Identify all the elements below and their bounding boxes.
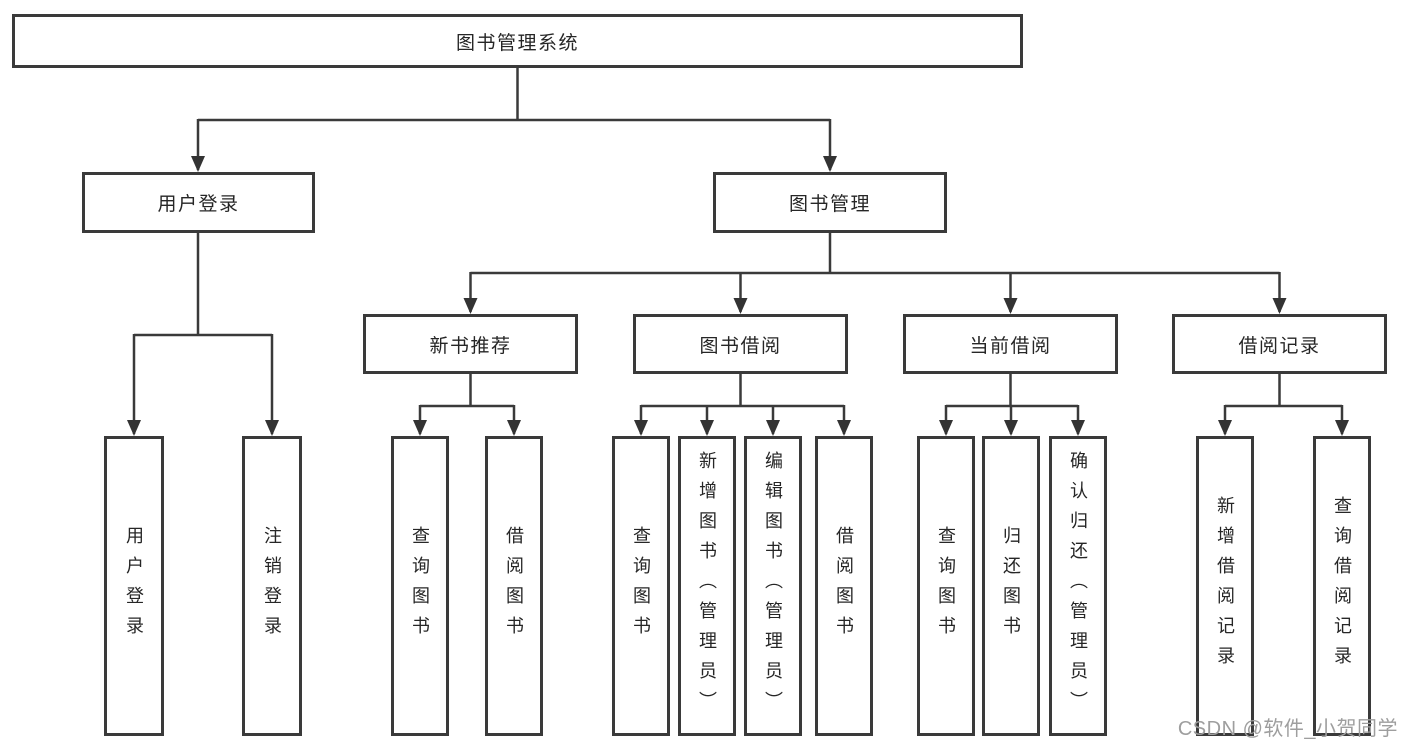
node-user-login: 用户登录 [82, 172, 315, 233]
csdn-watermark: CSDN @软件_小贺同学 [1177, 718, 1398, 740]
node-leaf-logout: 注销登录 [242, 436, 302, 736]
leaf-label: 查询图书 [631, 526, 651, 646]
connector-user-login-trunk [134, 233, 272, 337]
leaf-label: 借阅图书 [504, 526, 524, 646]
node-leaf-cb-return: 归还图书 [982, 436, 1040, 736]
leaf-label: 用户登录 [124, 526, 144, 646]
node-leaf-bb-borrow: 借阅图书 [815, 436, 873, 736]
leaf-label: 新增借阅记录 [1215, 496, 1235, 676]
connector-new-books-trunk [420, 374, 514, 408]
connector-root-trunk [198, 68, 830, 122]
leaf-label: 编辑图书（管理员） [763, 451, 783, 721]
leaf-label: 查询图书 [936, 526, 956, 646]
node-leaf-cb-confirm: 确认归还（管理员） [1049, 436, 1107, 736]
node-book-mgmt: 图书管理 [713, 172, 947, 233]
leaf-label: 新增图书（管理员） [697, 451, 717, 721]
connector-current-borrow-trunk [946, 374, 1078, 408]
connector-book-mgmt-trunk [470, 233, 1280, 275]
leaf-label: 借阅图书 [834, 526, 854, 646]
node-leaf-user-login: 用户登录 [104, 436, 164, 736]
node-current-borrow: 当前借阅 [903, 314, 1118, 374]
node-leaf-br-query: 查询借阅记录 [1313, 436, 1371, 736]
node-leaf-bb-add: 新增图书（管理员） [678, 436, 736, 736]
node-root: 图书管理系统 [12, 14, 1023, 68]
leaf-label: 注销登录 [262, 526, 282, 646]
node-book-borrow: 图书借阅 [633, 314, 848, 374]
node-leaf-cb-query: 查询图书 [917, 436, 975, 736]
node-borrow-records: 借阅记录 [1172, 314, 1387, 374]
node-leaf-bb-query: 查询图书 [612, 436, 670, 736]
leaf-label: 确认归还（管理员） [1068, 451, 1088, 721]
node-leaf-nb-query: 查询图书 [391, 436, 449, 736]
connector-borrow-records-trunk [1225, 374, 1342, 408]
leaf-label: 查询借阅记录 [1332, 496, 1352, 676]
leaf-label: 查询图书 [410, 526, 430, 646]
node-leaf-bb-edit: 编辑图书（管理员） [744, 436, 802, 736]
node-leaf-br-add: 新增借阅记录 [1196, 436, 1254, 736]
connector-book-borrow-trunk [641, 374, 844, 408]
node-new-books: 新书推荐 [363, 314, 578, 374]
leaf-label: 归还图书 [1001, 526, 1021, 646]
node-leaf-nb-borrow: 借阅图书 [485, 436, 543, 736]
